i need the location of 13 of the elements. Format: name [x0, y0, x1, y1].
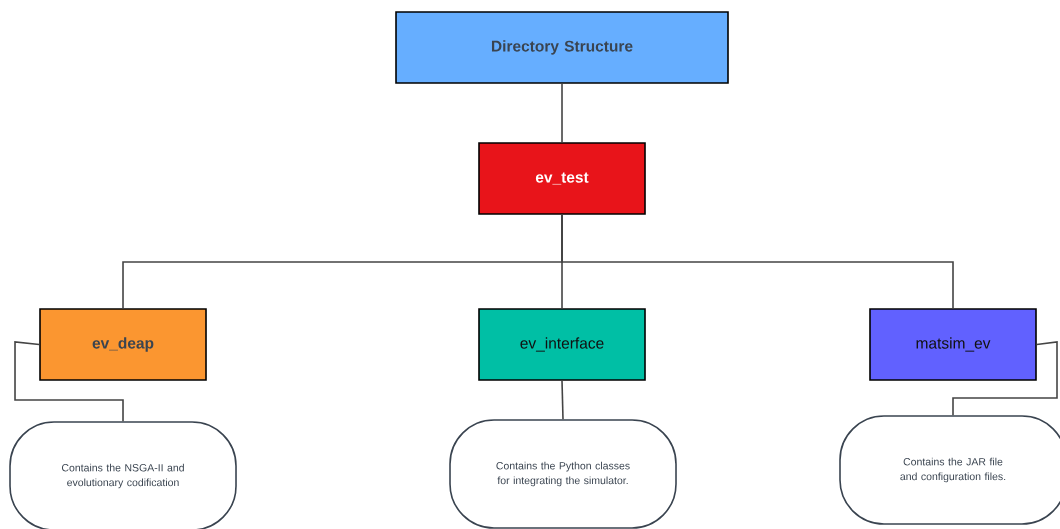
connector-line	[952, 341, 1058, 416]
connector-line	[561, 380, 564, 420]
connector-line	[561, 83, 563, 143]
title-box: Directory Structure	[395, 11, 729, 84]
folder-box: ev_deap	[39, 308, 207, 381]
description-pill: Contains the JAR file and configuration files.	[839, 415, 1060, 525]
folder-box: ev_interface	[478, 308, 646, 381]
description-pill: Contains the Python classes for integrating the simulator.	[449, 419, 677, 529]
description-pill: Contains the NSGA-II and evolutionary codification	[9, 421, 237, 529]
folder-box: ev_test	[478, 142, 646, 215]
connector-line	[561, 214, 954, 309]
folder-box: matsim_ev	[869, 308, 1037, 381]
connector-line	[14, 341, 124, 422]
